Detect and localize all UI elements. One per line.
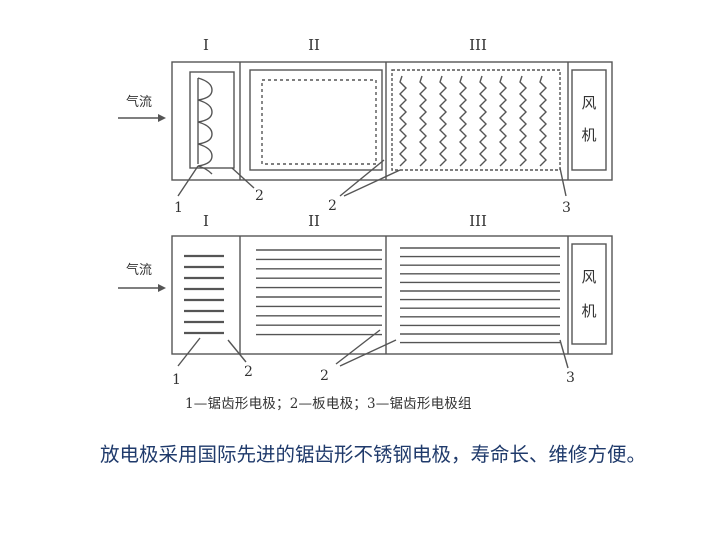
top-electrode-group bbox=[391, 69, 561, 171]
bottom-callout-3: 3 bbox=[566, 370, 575, 386]
top-plate-electrode-outer bbox=[249, 69, 383, 171]
top-sawtooth-electrode bbox=[197, 77, 213, 175]
bottom-callout-2b: 2 bbox=[320, 368, 329, 384]
top-sawtooth-electrode-2 bbox=[419, 75, 427, 167]
top-callout-2a: 2 bbox=[255, 188, 264, 204]
top-section-label-1: I bbox=[203, 36, 209, 54]
top-housing bbox=[171, 61, 613, 181]
bottom-section-label-1: I bbox=[203, 212, 209, 230]
bottom-section-label-2: II bbox=[308, 212, 320, 230]
top-airflow-label: 气流 bbox=[126, 94, 152, 110]
bottom-housing bbox=[171, 235, 613, 355]
bottom-callout-1: 1 bbox=[172, 372, 181, 388]
top-fan-label-2: 机 bbox=[581, 126, 596, 144]
top-callout-1: 1 bbox=[174, 200, 183, 216]
top-sawtooth-electrode-4 bbox=[459, 75, 467, 167]
top-section-label-3: III bbox=[469, 36, 487, 54]
bottom-fan-label-2: 机 bbox=[581, 302, 596, 320]
top-sawtooth-electrode-5 bbox=[479, 75, 487, 167]
top-callout-3: 3 bbox=[562, 200, 571, 216]
bottom-fan-box bbox=[571, 243, 607, 345]
figure-caption: 1—锯齿形电极；2—板电极；3—锯齿形电极组 bbox=[185, 396, 472, 412]
top-fan-box bbox=[571, 69, 607, 171]
bottom-diagram: I II III 风 机 气流 1 2 2 3 bbox=[118, 212, 613, 388]
bottom-callout-2a: 2 bbox=[244, 364, 253, 380]
top-sawtooth-electrode-1 bbox=[399, 75, 407, 167]
bottom-fan-label-1: 风 bbox=[581, 268, 596, 286]
top-diagram: I II III 风 机 气流 1 2 2 3 bbox=[118, 36, 613, 216]
top-fan-label-1: 风 bbox=[581, 94, 596, 112]
bottom-airflow-label: 气流 bbox=[126, 262, 152, 278]
top-section-label-2: II bbox=[308, 36, 320, 54]
top-sawtooth-box bbox=[189, 71, 235, 169]
description-text: 放电极采用国际先进的锯齿形不锈钢电极，寿命长、维修方便。 bbox=[100, 443, 647, 466]
top-callout-2b: 2 bbox=[328, 198, 337, 214]
top-sawtooth-electrode-3 bbox=[439, 75, 447, 167]
top-plate-electrode-inner bbox=[261, 79, 377, 165]
top-sawtooth-electrode-6 bbox=[499, 75, 507, 167]
top-sawtooth-electrode-7 bbox=[519, 75, 527, 167]
top-sawtooth-electrode-8 bbox=[539, 75, 547, 167]
bottom-section-label-3: III bbox=[469, 212, 487, 230]
